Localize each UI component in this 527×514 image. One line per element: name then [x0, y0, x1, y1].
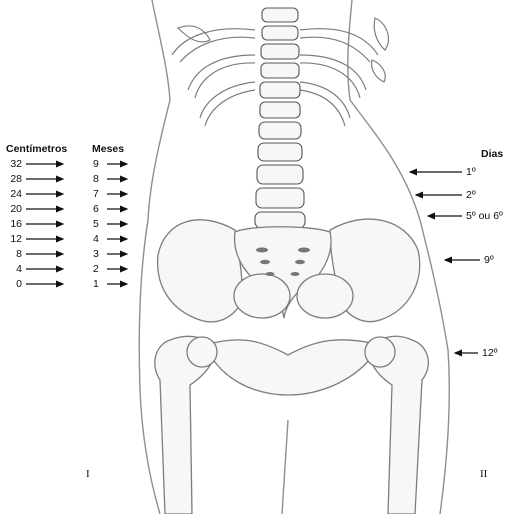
centimeters-value: 0 [0, 278, 22, 290]
day-label: 5º ou 6º [466, 210, 503, 222]
centimeters-value: 32 [0, 158, 22, 170]
centimeters-value: 4 [0, 263, 22, 275]
centimeters-value: 12 [0, 233, 22, 245]
femur-left [155, 336, 217, 514]
months-arrows [107, 164, 127, 284]
femur-right [365, 336, 428, 514]
month-value: 6 [93, 203, 105, 215]
centimeters-value: 8 [0, 248, 22, 260]
month-value: 7 [93, 188, 105, 200]
panel-label-right: II [480, 468, 487, 480]
months-header: Meses [92, 143, 124, 155]
centimeters-value: 20 [0, 203, 22, 215]
day-label: 12º [482, 347, 498, 359]
month-value: 1 [93, 278, 105, 290]
centimeters-value: 28 [0, 173, 22, 185]
month-value: 4 [93, 233, 105, 245]
month-value: 8 [93, 173, 105, 185]
month-value: 5 [93, 218, 105, 230]
month-value: 9 [93, 158, 105, 170]
centimeters-value: 24 [0, 188, 22, 200]
days-header: Dias [481, 148, 503, 160]
month-value: 2 [93, 263, 105, 275]
spine [255, 8, 305, 228]
centimeters-value: 16 [0, 218, 22, 230]
day-label: 1º [466, 166, 476, 178]
centimeters-arrows [26, 164, 63, 284]
day-label: 9º [484, 254, 494, 266]
day-label: 2º [466, 189, 476, 201]
centimeters-header: Centímetros [6, 143, 67, 155]
month-value: 3 [93, 248, 105, 260]
panel-label-left: I [86, 468, 90, 480]
